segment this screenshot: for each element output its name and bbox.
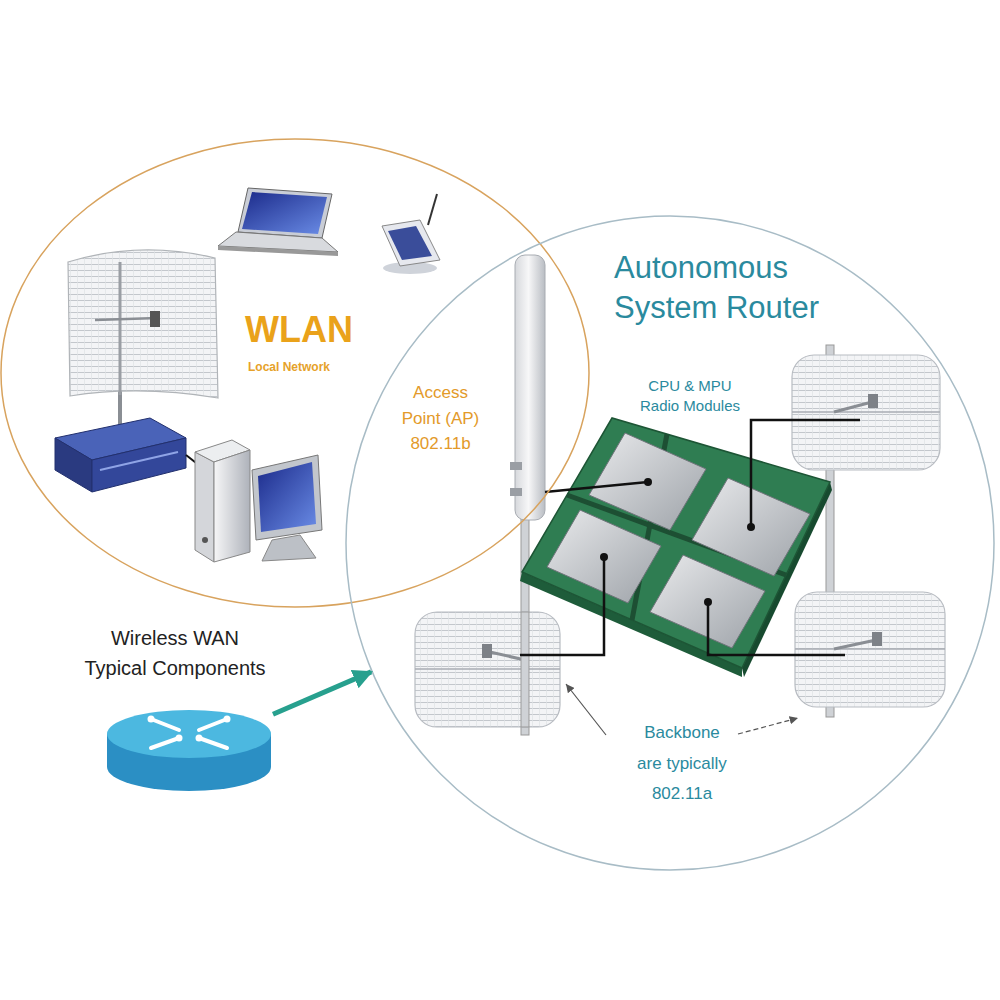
grid-dish-antenna (834, 640, 876, 649)
wire-junction (747, 523, 755, 531)
grid-dish-antenna (795, 592, 945, 707)
module-label: CPU & MPU Radio Modules (635, 376, 745, 415)
grid-dish-antenna (415, 668, 560, 670)
wlan-router-device (92, 438, 186, 492)
radio-module (589, 433, 706, 530)
access-point-device (382, 194, 440, 274)
wlan-router-device (55, 418, 200, 492)
wire-junction (600, 478, 755, 606)
desktop-computer (262, 535, 316, 561)
grid-dish-antenna (834, 402, 872, 412)
wan-heading: Wireless WAN Typical Components (80, 623, 270, 683)
grid-dish-antenna (482, 644, 492, 658)
grid-dish-antenna (490, 652, 525, 660)
router-arrow-head (196, 735, 203, 742)
grid-dish-antenna (521, 612, 529, 727)
wire-junction (600, 553, 608, 561)
router-arrow-head (224, 716, 231, 723)
router-arrow-symbol (151, 719, 179, 730)
grid-dish-antenna (872, 632, 882, 646)
grid-dish-antenna (415, 612, 560, 727)
antenna-wire (520, 557, 604, 655)
omni-antenna-pole (510, 462, 522, 470)
desktop-computer (214, 450, 250, 562)
grid-dish-antenna (795, 648, 945, 650)
omni-antenna-pole (510, 488, 522, 496)
access-point-device (388, 226, 432, 260)
circuit-board (520, 418, 832, 677)
antenna-wire (708, 602, 845, 655)
laptop-illustration (242, 192, 327, 234)
antenna-wire (545, 482, 648, 492)
router-arrow-symbol (199, 719, 227, 730)
router-arrow-head (148, 716, 155, 723)
grid-dish-antenna (415, 612, 560, 727)
wan-router-icon: Wireless WAN Typical Components (105, 708, 273, 793)
desktop-computer (195, 440, 322, 562)
wlan-subtitle: Local Network (248, 360, 408, 374)
leader-line (566, 684, 606, 735)
circuit-board (522, 418, 830, 668)
router-heading: Autonomous System Router (614, 248, 854, 329)
router-arrow-head (176, 735, 183, 742)
desktop-computer (252, 455, 322, 540)
backbone-label: Backbone are typically 802.11a (632, 718, 732, 810)
laptop-illustration (218, 188, 338, 256)
radio-module (589, 433, 706, 530)
grid-panel-antenna (68, 250, 218, 425)
grid-panel-antenna (119, 262, 122, 395)
wlan-circle: WLAN Local Network (0, 138, 590, 608)
wlan-router-device (55, 438, 92, 492)
wlan-router-device (100, 452, 178, 470)
omni-antenna-pole (521, 505, 529, 735)
grid-panel-antenna (95, 318, 158, 320)
laptop-illustration (218, 246, 338, 256)
desktop-computer (258, 462, 316, 532)
router-circle: Autonomous System Router (345, 215, 995, 871)
grid-panel-antenna (118, 262, 122, 425)
access-point-label: Access Point (AP) 802.11b (393, 380, 488, 457)
leader-line (738, 718, 798, 734)
router-arrow-symbol (199, 738, 227, 748)
grid-dish-antenna (792, 411, 940, 413)
access-point-device (428, 194, 437, 225)
grid-panel-antenna (68, 250, 218, 398)
grid-dish-antenna (868, 394, 878, 408)
wlan-circle (1, 139, 589, 607)
antenna-wire (751, 420, 860, 527)
router-circle (346, 216, 994, 870)
router-top (107, 710, 271, 758)
wire-junction (704, 598, 712, 606)
wlan-heading: WLAN (245, 308, 405, 351)
wan-router-icon-outline (105, 708, 273, 793)
connector-arrow (273, 672, 371, 714)
access-point-device (382, 220, 440, 266)
desktop-computer (195, 452, 214, 562)
desktop-computer (202, 537, 208, 543)
laptop-illustration (238, 188, 332, 238)
grid-dish-antenna (792, 355, 940, 470)
omni-antenna-pole (515, 255, 545, 520)
grid-panel-antenna (150, 311, 160, 327)
grid-dish-antenna (792, 355, 940, 470)
wire-junction (644, 478, 652, 486)
router-arrow-symbol (151, 738, 179, 748)
grid-dish-antenna (795, 592, 945, 707)
